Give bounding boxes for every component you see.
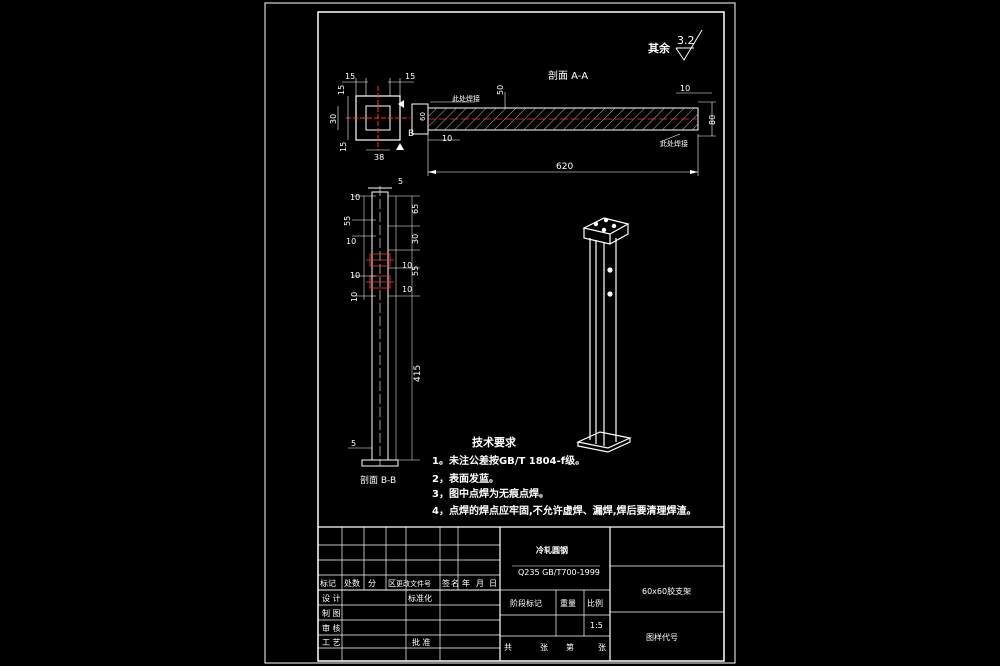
section-bb-label: 剖面 B-B — [360, 474, 396, 486]
dim-bb-30: 30 — [411, 234, 420, 244]
dim-aa-80: 80 — [708, 115, 717, 125]
weld-note-bottom: 此处焊接 — [660, 139, 688, 148]
outer-frame — [264, 2, 736, 664]
sheet-unit-b: 张 — [598, 643, 606, 652]
dim-15-d: 15 — [339, 142, 348, 152]
roughness-value: 3.2 — [677, 34, 695, 47]
header-change-doc: 更改文件号 — [396, 579, 431, 588]
header-day: 日 — [489, 579, 497, 588]
dim-aa-10-left: 10 — [442, 134, 452, 143]
technical-notes: 技术要求 1。未注公差按GB/T 1804-f级。 2，表面发蓝。 3，图中点焊… — [432, 435, 697, 517]
header-count: 处数 — [344, 578, 360, 588]
header-mark: 标记 — [320, 578, 336, 588]
section-bb-view: 10 55 10 10 10 5 65 30 10 55 10 415 5 剖面… — [343, 177, 423, 486]
dim-15-c: 15 — [337, 85, 346, 95]
material-spec: Q235 GB/T700-1999 — [518, 568, 600, 577]
section-aa-label: 剖面 A-A — [548, 69, 588, 82]
header-fen: 分 — [368, 579, 376, 588]
part-name: 60x60胶支架 — [642, 586, 691, 596]
roughness-symbol: 其余 3.2 — [648, 29, 703, 61]
stage-mark-label: 阶段标记 — [510, 598, 542, 608]
dim-15-a: 15 — [345, 72, 355, 81]
dim-bb-10-f: 10 — [350, 292, 359, 302]
drawing-code: 图样代号 — [646, 632, 678, 642]
title-block — [318, 526, 724, 661]
dim-bb-65: 65 — [411, 204, 420, 214]
dim-bb-55-a: 55 — [343, 216, 352, 226]
top-section-view: 15 15 15 30 15 38 B — [329, 72, 415, 162]
role-design: 设 计 — [322, 593, 341, 603]
scale-value: 1:5 — [590, 621, 603, 630]
title-block-text: 冷轧圆钢 Q235 GB/T700-1999 60x60胶支架 图样代号 标记 … — [320, 545, 691, 652]
dim-bb-5-bottom: 5 — [351, 439, 356, 448]
section-aa-view: 剖面 A-A 此处焊接 50 60 10 10 80 此处焊接 620 — [411, 69, 717, 176]
role-process: 工 艺 — [322, 638, 341, 647]
section-marker-b: B — [408, 129, 414, 139]
sheet-total: 共 — [504, 643, 512, 652]
role-review: 审 核 — [322, 623, 341, 633]
note-item-1: 1。未注公差按GB/T 1804-f级。 — [432, 454, 585, 467]
dim-aa-60: 60 — [419, 112, 427, 121]
note-item-2: 2，表面发蓝。 — [432, 472, 499, 485]
notes-title: 技术要求 — [472, 435, 517, 449]
weight-label: 重量 — [560, 598, 576, 608]
dim-bb-55-b: 55 — [411, 266, 420, 276]
weld-note-top: 此处焊接 — [452, 94, 480, 103]
sheet-unit-a: 张 — [540, 643, 548, 652]
dim-30: 30 — [329, 114, 338, 124]
dim-bb-10-c: 10 — [350, 271, 360, 280]
header-zone: 区 — [388, 579, 396, 588]
material-name: 冷轧圆钢 — [536, 545, 568, 555]
header-month: 月 — [476, 579, 484, 588]
dim-bb-10-e: 10 — [402, 285, 412, 294]
standardize-label: 标准化 — [408, 593, 432, 603]
dim-38: 38 — [374, 153, 384, 162]
header-year: 年 — [462, 578, 470, 588]
dim-bb-10-d: 10 — [402, 261, 412, 270]
dim-bb-10-b: 10 — [346, 237, 356, 246]
dim-aa-10-right: 10 — [680, 84, 690, 93]
scale-label: 比例 — [587, 598, 603, 608]
header-name: 名 — [451, 578, 459, 588]
dim-aa-50: 50 — [496, 85, 505, 95]
isometric-post-view — [576, 217, 632, 453]
roughness-label: 其余 — [648, 41, 671, 55]
dim-bb-5-top: 5 — [398, 177, 403, 186]
dim-aa-620: 620 — [556, 162, 573, 172]
header-sign: 签 — [442, 578, 450, 588]
approve-label: 批 准 — [412, 637, 431, 647]
note-item-4: 4，点焊的焊点应牢固,不允许虚焊、漏焊,焊后要清理焊渣。 — [432, 504, 697, 517]
note-item-3: 3，图中点焊为无痕点焊。 — [432, 487, 549, 500]
dim-bb-415: 415 — [413, 365, 423, 382]
role-draft: 制 图 — [322, 608, 341, 618]
sheet-number: 第 — [566, 642, 574, 652]
dim-bb-10-a: 10 — [350, 193, 360, 202]
inner-frame — [317, 11, 725, 662]
dim-15-b: 15 — [405, 72, 415, 81]
